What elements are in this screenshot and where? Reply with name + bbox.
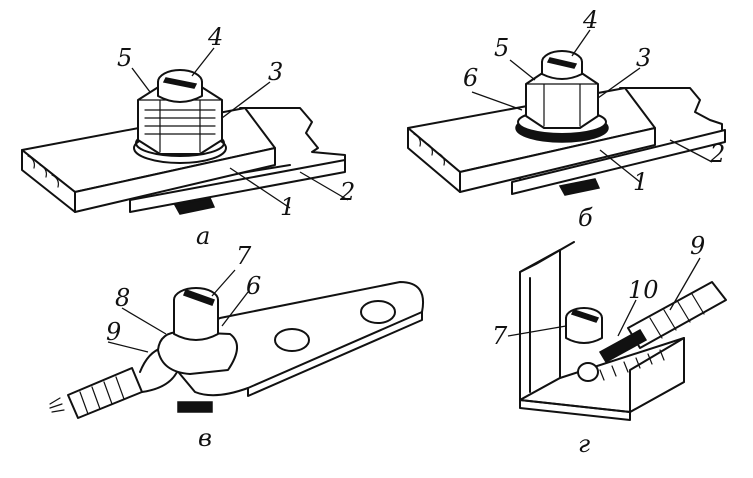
callout-v-7: 7 bbox=[236, 242, 252, 270]
bottom-nut-v bbox=[177, 401, 213, 413]
angle-bracket bbox=[519, 241, 685, 421]
panel-v: 7 6 8 9 в bbox=[49, 242, 424, 452]
callout-v-9: 9 bbox=[106, 318, 121, 346]
panel-a: 5 4 3 1 2 а bbox=[21, 23, 355, 250]
callout-b-2: 2 bbox=[709, 140, 725, 168]
callout-b-3: 3 bbox=[636, 44, 651, 72]
panel-label-b: б bbox=[578, 204, 593, 232]
wire-9-v bbox=[49, 347, 179, 419]
callout-b-4: 4 bbox=[582, 6, 598, 34]
bottom-nut-b bbox=[558, 178, 601, 196]
callout-a-3: 3 bbox=[268, 58, 283, 86]
busbar-2-a bbox=[129, 107, 346, 213]
callout-b-6: 6 bbox=[463, 64, 478, 92]
panel-label-a: а bbox=[196, 222, 210, 250]
panel-label-v: в bbox=[198, 424, 212, 452]
callout-g-10: 10 bbox=[628, 276, 659, 304]
panel-label-g: г bbox=[578, 430, 590, 458]
callout-g-9: 9 bbox=[690, 232, 705, 260]
nut-5-a bbox=[137, 85, 223, 155]
clamp-body-v bbox=[157, 330, 238, 375]
callout-a-4: 4 bbox=[207, 23, 223, 51]
wire-9-g bbox=[598, 281, 727, 364]
panel-b: 5 4 3 6 1 2 б bbox=[407, 6, 726, 232]
callout-b-5: 5 bbox=[494, 34, 509, 62]
bottom-nut-a bbox=[173, 197, 216, 215]
panel-g: 7 10 9 г bbox=[492, 232, 727, 458]
callout-b-1: 1 bbox=[633, 168, 648, 196]
screw-7-g bbox=[565, 307, 603, 382]
callout-a-5: 5 bbox=[117, 44, 132, 72]
callout-a-2: 2 bbox=[339, 178, 355, 206]
nut-5-b bbox=[525, 71, 599, 129]
callout-v-6: 6 bbox=[246, 272, 261, 300]
screw-7-v bbox=[173, 287, 219, 341]
callout-a-1: 1 bbox=[280, 193, 295, 221]
screw-4-b bbox=[541, 50, 583, 80]
callout-g-7: 7 bbox=[492, 322, 508, 350]
screw-4-a bbox=[157, 69, 203, 103]
callout-v-8: 8 bbox=[115, 284, 130, 312]
